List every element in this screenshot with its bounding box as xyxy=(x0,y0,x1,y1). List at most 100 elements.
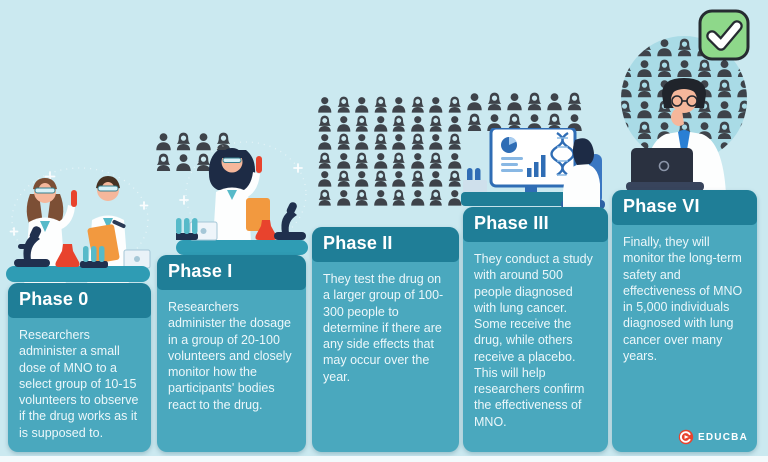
phase-6-illustration xyxy=(626,78,726,194)
person-icon xyxy=(355,97,369,113)
person-icon xyxy=(429,171,443,187)
person-icon xyxy=(487,92,502,111)
phase-title: Phase VI xyxy=(623,196,700,216)
phase-title: Phase III xyxy=(474,213,549,233)
person-icon xyxy=(374,96,387,113)
person-icon xyxy=(467,93,482,111)
person-icon xyxy=(637,121,651,139)
phase-6-header: Phase VI xyxy=(612,190,757,225)
phase-description: Finally, they will monitor the long-term… xyxy=(623,235,743,363)
educba-logo: EDUCBA xyxy=(678,429,748,445)
phase-0-header: Phase 0 xyxy=(8,283,151,318)
person-icon xyxy=(447,115,461,132)
person-icon xyxy=(676,59,692,77)
person-icon xyxy=(318,134,332,150)
person-icon xyxy=(429,152,442,169)
phase-description: They conduct a study with around 500 peo… xyxy=(474,252,593,429)
person-icon xyxy=(657,59,671,77)
dashed-decor-circle xyxy=(11,167,149,273)
person-icon xyxy=(411,133,424,150)
person-icon xyxy=(621,100,631,119)
person-icon xyxy=(447,189,461,206)
person-icon xyxy=(156,133,171,151)
person-icon xyxy=(656,39,672,57)
person-icon xyxy=(410,189,424,206)
educba-logo-text: EDUCBA xyxy=(698,431,748,443)
educba-logo-icon xyxy=(678,429,694,445)
person-icon xyxy=(336,152,350,169)
flask-icon xyxy=(55,244,80,267)
lab-desk xyxy=(6,266,150,282)
person-icon xyxy=(374,133,387,150)
person-icon xyxy=(156,153,171,171)
person-icon xyxy=(737,59,747,77)
person-icon xyxy=(621,80,632,98)
person-icon xyxy=(318,189,331,206)
person-icon xyxy=(410,152,424,169)
person-icon xyxy=(373,189,387,206)
person-icon xyxy=(467,113,482,131)
goggles-icon xyxy=(222,157,242,163)
phase-description: Researchers administer the dosage in a g… xyxy=(168,300,292,412)
goggles-icon xyxy=(34,187,56,194)
person-icon xyxy=(429,97,443,113)
person-icon xyxy=(448,170,461,187)
person-icon xyxy=(621,142,631,160)
person-icon xyxy=(318,97,332,113)
phase-2-volunteer-grid xyxy=(317,96,462,206)
phase-title: Phase 0 xyxy=(19,289,89,309)
person-icon xyxy=(337,133,350,150)
checkmark-icon xyxy=(698,9,750,61)
person-icon xyxy=(547,93,562,111)
person-icon xyxy=(411,170,424,187)
person-icon xyxy=(429,189,442,206)
person-icon xyxy=(429,115,442,132)
person-icon xyxy=(176,132,191,151)
phase-3-illustration xyxy=(461,128,605,210)
phase-1-illustration xyxy=(176,141,308,258)
bottom-strip xyxy=(0,456,768,462)
person-icon xyxy=(737,142,747,160)
dashed-decor-circle xyxy=(185,141,307,247)
person-icon xyxy=(355,152,368,169)
person-icon xyxy=(677,38,691,57)
phase-0-illustration xyxy=(6,167,151,286)
goggles-icon xyxy=(97,185,119,192)
person-icon xyxy=(717,79,731,98)
test-tube-rack-icon xyxy=(80,246,108,268)
pen-icon xyxy=(112,219,126,229)
person-icon xyxy=(336,115,350,132)
person-icon xyxy=(392,97,406,113)
person-icon xyxy=(448,133,461,150)
person-icon xyxy=(621,39,632,57)
test-tube-icon xyxy=(256,156,262,173)
person-icon xyxy=(736,80,747,98)
person-icon xyxy=(355,171,369,187)
person-icon xyxy=(697,59,711,77)
person-icon xyxy=(373,115,387,132)
glasses-icon xyxy=(671,95,698,107)
lab-desk xyxy=(176,240,308,255)
person-icon xyxy=(411,96,424,113)
person-icon xyxy=(621,59,631,77)
person-icon xyxy=(636,101,652,119)
person-icon xyxy=(392,171,406,187)
person-icon xyxy=(527,92,542,111)
phase-2-panel: Phase II They test the drug on a larger … xyxy=(312,227,459,452)
person-icon xyxy=(448,96,461,113)
person-icon xyxy=(392,189,405,206)
phase-2-header: Phase II xyxy=(312,227,459,262)
person-icon xyxy=(318,115,331,132)
person-icon xyxy=(355,115,368,132)
monitor-icon xyxy=(489,128,577,194)
phase-1-panel: Phase I Researchers administer the dosag… xyxy=(157,255,306,452)
person-icon xyxy=(355,134,369,150)
laptop-icon xyxy=(626,148,704,191)
person-icon xyxy=(637,38,651,57)
microscope-icon xyxy=(14,226,50,267)
phase-3-panel: Phase III They conduct a study with arou… xyxy=(463,207,608,452)
flask-icon xyxy=(255,220,277,240)
person-icon xyxy=(410,115,424,132)
person-icon xyxy=(176,153,191,171)
phase-description: Researchers administer a small dose of M… xyxy=(19,328,139,440)
